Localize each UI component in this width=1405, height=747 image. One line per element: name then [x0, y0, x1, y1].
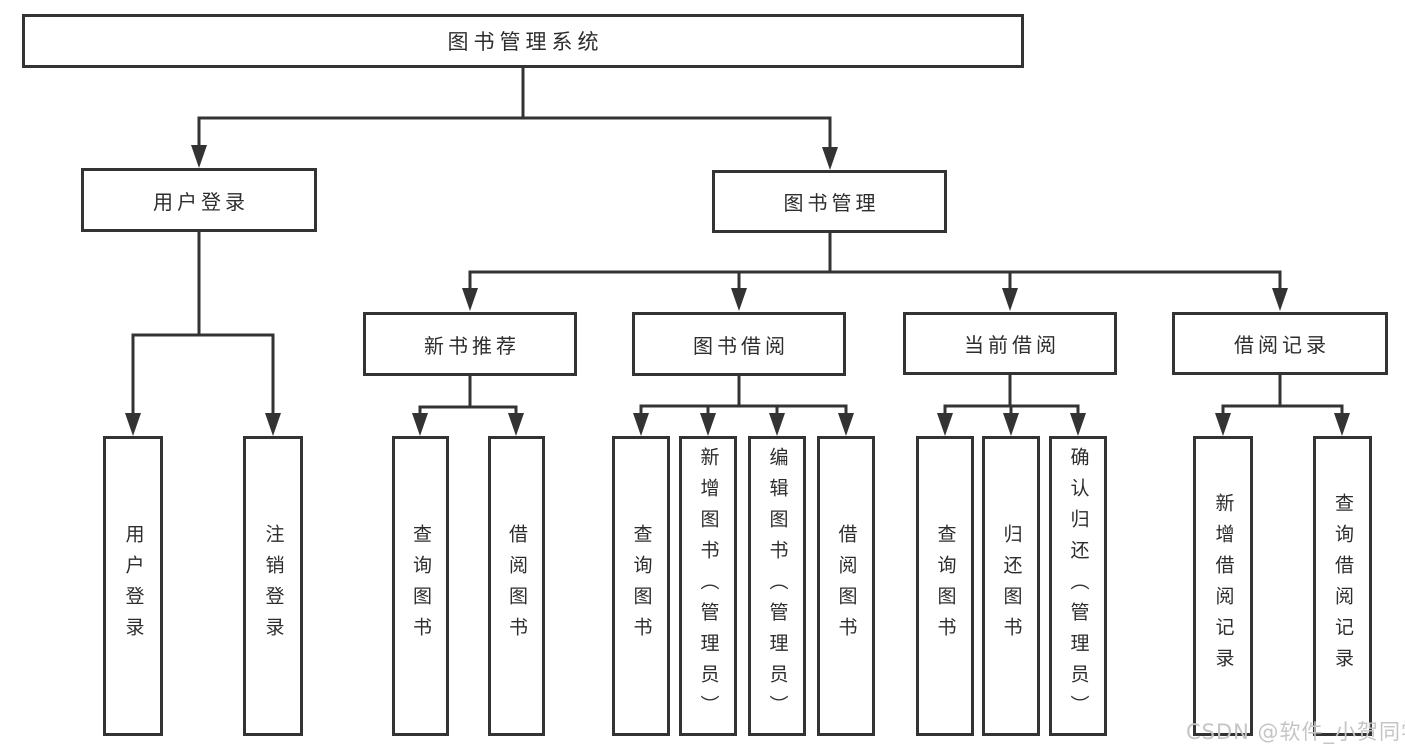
leaf-add-book-admin: 新增图书（管理员）	[679, 436, 737, 736]
leaf-label: 编辑图书（管理员）	[766, 446, 789, 726]
node-root: 图书管理系统	[22, 14, 1024, 68]
leaf-label: 确认归还（管理员）	[1067, 446, 1090, 726]
csdn-watermark: CSDN @软件_小贺同学	[1186, 720, 1405, 744]
leaf-query-books-borrow: 查询图书	[612, 436, 670, 736]
leaf-logout: 注销登录	[243, 436, 303, 736]
leaf-query-books-current: 查询图书	[916, 436, 974, 736]
leaf-label: 新增图书（管理员）	[697, 446, 720, 726]
node-user-login: 用户登录	[81, 168, 317, 232]
leaf-label: 注销登录	[262, 524, 285, 648]
leaf-label: 借阅图书	[835, 524, 858, 648]
leaf-borrow-books-recommend: 借阅图书	[488, 436, 545, 736]
node-book-management: 图书管理	[712, 170, 947, 233]
leaf-label: 用户登录	[122, 524, 145, 648]
leaf-label: 新增借阅记录	[1212, 493, 1235, 679]
leaf-query-borrow-record: 查询借阅记录	[1313, 436, 1372, 736]
leaf-confirm-return-admin: 确认归还（管理员）	[1049, 436, 1107, 736]
leaf-return-book: 归还图书	[982, 436, 1040, 736]
node-new-book-recommend: 新书推荐	[363, 312, 577, 376]
leaf-label: 查询图书	[410, 524, 432, 648]
leaf-borrow-books: 借阅图书	[817, 436, 875, 736]
node-current-borrow: 当前借阅	[903, 312, 1117, 375]
leaf-user-login: 用户登录	[103, 436, 163, 736]
leaf-edit-book-admin: 编辑图书（管理员）	[748, 436, 806, 736]
leaf-label: 查询借阅记录	[1332, 493, 1354, 679]
leaf-label: 借阅图书	[506, 524, 528, 648]
leaf-label: 查询图书	[934, 524, 957, 648]
node-borrow-records: 借阅记录	[1172, 312, 1388, 375]
node-book-borrow: 图书借阅	[632, 312, 846, 376]
arrowheads	[125, 145, 1350, 436]
leaf-label: 归还图书	[1000, 524, 1023, 648]
leaf-label: 查询图书	[630, 524, 653, 648]
leaf-query-books-recommend: 查询图书	[392, 436, 449, 736]
leaf-add-borrow-record: 新增借阅记录	[1193, 436, 1253, 736]
